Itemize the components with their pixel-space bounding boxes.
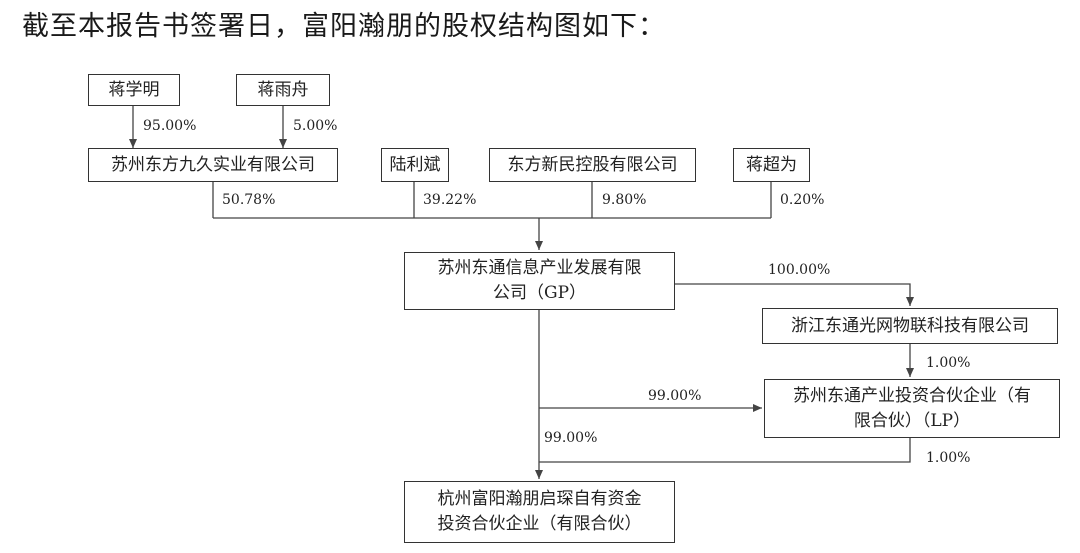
node-jiang-yuzhou: 蒋雨舟 bbox=[236, 74, 330, 106]
node-jiang-yuzhou-label: 蒋雨舟 bbox=[257, 79, 309, 100]
pct-xinxi-hangzhou: 1.00% bbox=[926, 450, 971, 466]
node-jiang-chaowei-label: 蒋超为 bbox=[746, 154, 797, 175]
pct-chanye-hangzhou: 99.00% bbox=[544, 430, 598, 446]
node-suzhou-dongfang-jiujiu: 苏州东方九久实业有限公司 bbox=[88, 148, 338, 182]
pct-xinxi-chanye: 99.00% bbox=[648, 388, 702, 404]
pct-xueming-jiujiu: 95.00% bbox=[143, 118, 197, 134]
node-lu-libin-label: 陆利斌 bbox=[389, 154, 441, 175]
node-suzhou-dongtong-chanye: 苏州东通产业投资合伙企业（有 限合伙）（LP） bbox=[764, 379, 1060, 438]
node-jiang-xueming: 蒋学明 bbox=[88, 74, 180, 106]
node-suzhou-dongtong-chanye-line2: 限合伙）（LP） bbox=[853, 410, 971, 431]
pct-libin-xinxi: 39.22% bbox=[423, 192, 477, 208]
edge-chanye-hangzhou bbox=[539, 438, 911, 463]
node-suzhou-dongtong-xinxi-line1: 苏州东通信息产业发展有限 bbox=[437, 258, 642, 278]
node-lu-libin: 陆利斌 bbox=[381, 148, 449, 182]
node-suzhou-dongtong-chanye-line1: 苏州东通产业投资合伙企业（有 bbox=[793, 385, 1031, 406]
pct-xinmin-xinxi: 9.80% bbox=[602, 192, 647, 208]
pct-jiujiu-xinxi: 50.78% bbox=[222, 192, 276, 208]
node-suzhou-dongtong-xinxi: 苏州东通信息产业发展有限 公司（GP） bbox=[404, 252, 675, 310]
pct-yuzhou-jiujiu: 5.00% bbox=[293, 118, 338, 134]
node-suzhou-dongfang-jiujiu-label: 苏州东方九久实业有限公司 bbox=[111, 154, 315, 175]
node-hangzhou-fuyang-line2: 投资合伙企业（有限合伙） bbox=[437, 514, 642, 534]
node-hangzhou-fuyang-line1: 杭州富阳瀚朋启琛自有资金 bbox=[437, 489, 642, 509]
node-jiang-chaowei: 蒋超为 bbox=[733, 148, 810, 182]
pct-chaowei-xinxi: 0.20% bbox=[780, 192, 825, 208]
node-hangzhou-fuyang: 杭州富阳瀚朋启琛自有资金 投资合伙企业（有限合伙） bbox=[404, 481, 675, 543]
node-jiang-xueming-label: 蒋学明 bbox=[108, 79, 160, 100]
edge-xinxi-zhejiang bbox=[675, 283, 914, 306]
page-heading: 截至本报告书签署日，富阳瀚朋的股权结构图如下： bbox=[22, 11, 666, 42]
pct-xinxi-zhejiang: 100.00% bbox=[768, 262, 831, 278]
node-dongfang-xinmin: 东方新民控股有限公司 bbox=[489, 148, 696, 182]
node-suzhou-dongtong-xinxi-line2: 公司（GP） bbox=[492, 283, 587, 303]
node-zhejiang-dongtong-label: 浙江东通光网物联科技有限公司 bbox=[791, 315, 1029, 336]
node-dongfang-xinmin-label: 东方新民控股有限公司 bbox=[507, 154, 678, 175]
pct-zhejiang-chanye: 1.00% bbox=[926, 355, 971, 371]
node-zhejiang-dongtong: 浙江东通光网物联科技有限公司 bbox=[762, 308, 1058, 344]
